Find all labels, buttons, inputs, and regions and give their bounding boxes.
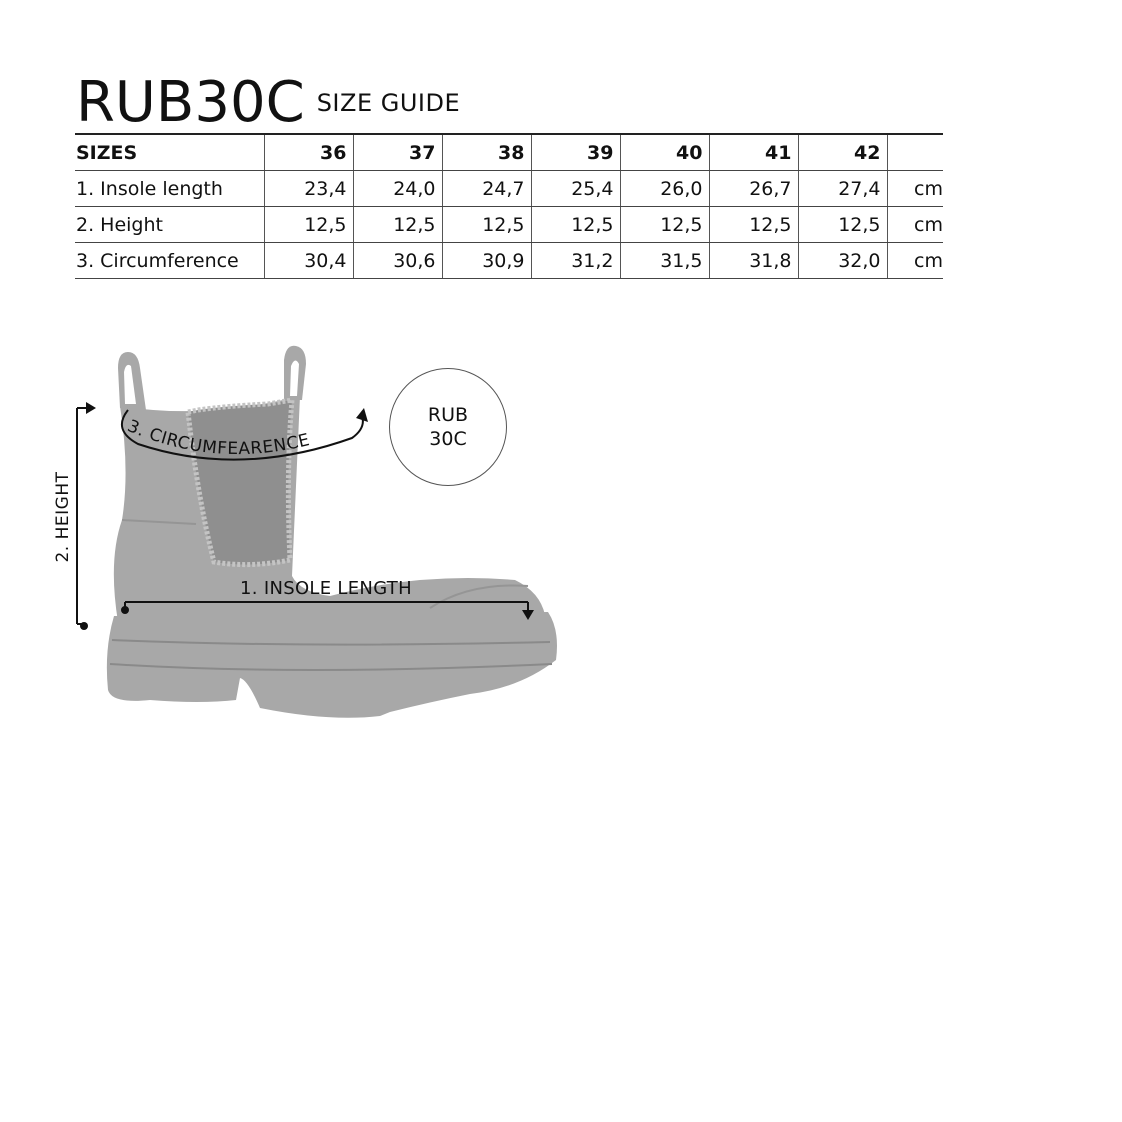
badge-line-2: 30C [429,428,467,450]
size-guide-label: SIZE GUIDE [316,89,461,117]
table-row: 2. Height 12,5 12,5 12,5 12,5 12,5 12,5 … [75,206,943,243]
size-table: SIZES 36 37 38 39 40 41 42 1. Insole len… [75,133,943,279]
header-cell-size: 41 [709,134,799,171]
table-cell: 32,0 [798,242,888,279]
row-label: 3. Circumference [75,242,265,279]
table-cell: 31,2 [531,242,621,279]
unit-cell: cm [887,170,943,207]
table-cell: 27,4 [798,170,888,207]
table-cell: 23,4 [264,170,354,207]
header-cell-size: 37 [353,134,443,171]
row-label: 1. Insole length [75,170,265,207]
header-cell-size: 42 [798,134,888,171]
boot-elastic-panel [185,397,295,568]
table-cell: 31,5 [620,242,710,279]
header-cell-sizes: SIZES [75,134,265,171]
insole-length-label: 1. INSOLE LENGTH [240,578,412,599]
row-label: 2. Height [75,206,265,243]
table-cell: 24,7 [442,170,532,207]
table-cell: 12,5 [442,206,532,243]
header-cell-unit [887,134,943,171]
table-cell: 12,5 [531,206,621,243]
table-cell: 26,7 [709,170,799,207]
table-cell: 26,0 [620,170,710,207]
table-header-row: SIZES 36 37 38 39 40 41 42 [75,134,943,171]
table-cell: 30,6 [353,242,443,279]
table-cell: 30,4 [264,242,354,279]
circumference-arrow [120,409,364,461]
header-cell-size: 36 [264,134,354,171]
insole-arrow-head [522,610,534,620]
header-cell-size: 38 [442,134,532,171]
table-row: 1. Insole length 23,4 24,0 24,7 25,4 26,… [75,170,943,207]
table-cell: 25,4 [531,170,621,207]
unit-cell: cm [887,206,943,243]
header-cell-size: 40 [620,134,710,171]
unit-cell: cm [887,242,943,279]
boot-sole [106,612,557,718]
table-cell: 12,5 [353,206,443,243]
height-label: 2. HEIGHT [53,471,73,562]
page-title: RUB30C SIZE GUIDE [76,72,460,134]
model-badge: RUB 30C [389,368,507,486]
table-cell: 12,5 [709,206,799,243]
table-cell: 12,5 [264,206,354,243]
table-row: 3. Circumference 30,4 30,6 30,9 31,2 31,… [75,242,943,279]
table-cell: 12,5 [798,206,888,243]
table-cell: 12,5 [620,206,710,243]
header-cell-size: 39 [531,134,621,171]
model-name: RUB30C [76,70,305,135]
table-cell: 31,8 [709,242,799,279]
badge-line-1: RUB [427,404,469,426]
height-arrow-head [86,402,96,414]
table-cell: 24,0 [353,170,443,207]
table-cell: 30,9 [442,242,532,279]
